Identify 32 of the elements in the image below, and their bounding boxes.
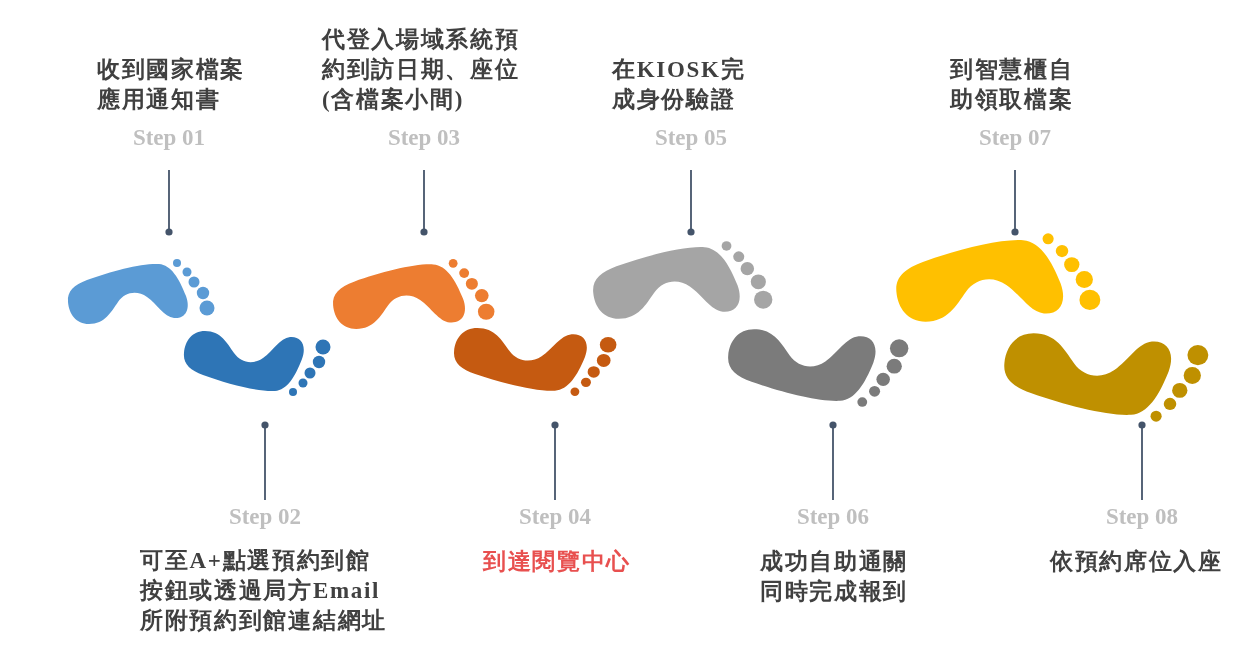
footprint <box>727 328 909 408</box>
footprint <box>332 258 495 330</box>
step-description: 依預約席位入座 <box>1050 548 1223 576</box>
step-description: 到達閱覽中心 <box>483 548 632 576</box>
step-label: Step 05 <box>654 125 728 151</box>
footprint <box>1003 332 1209 423</box>
step-description: 在KIOSK完成身份驗證 <box>612 56 747 114</box>
leader-line <box>551 421 559 501</box>
leader-line <box>165 169 173 236</box>
step-label: Step 06 <box>796 504 870 530</box>
leader-line <box>261 421 269 501</box>
step-description: 收到國家檔案應用通知書 <box>97 56 247 114</box>
step-label: Step 04 <box>518 504 592 530</box>
step-label: Step 03 <box>387 125 461 151</box>
footprint <box>453 327 617 397</box>
footprint <box>67 258 215 325</box>
step-description: 到智慧櫃自助領取檔案 <box>950 56 1075 114</box>
footprint <box>592 240 773 320</box>
footprint <box>895 232 1101 323</box>
step-description: 代登入場域系統預約到訪日期、座位(含檔案小間) <box>322 26 521 114</box>
step-label: Step 07 <box>978 125 1052 151</box>
footprint <box>183 330 331 397</box>
leader-line <box>687 169 695 236</box>
leader-line <box>420 169 428 236</box>
leader-line <box>1138 421 1146 501</box>
step-description: 成功自助通關同時完成報到 <box>760 548 910 606</box>
step-label: Step 01 <box>132 125 206 151</box>
leader-line <box>1011 169 1019 236</box>
step-label: Step 08 <box>1105 504 1179 530</box>
step-description: 可至A+點選預約到館按鈕或透過局方Email所附預約到館連結網址 <box>140 547 388 635</box>
step-label: Step 02 <box>228 504 302 530</box>
leader-line <box>829 421 837 501</box>
